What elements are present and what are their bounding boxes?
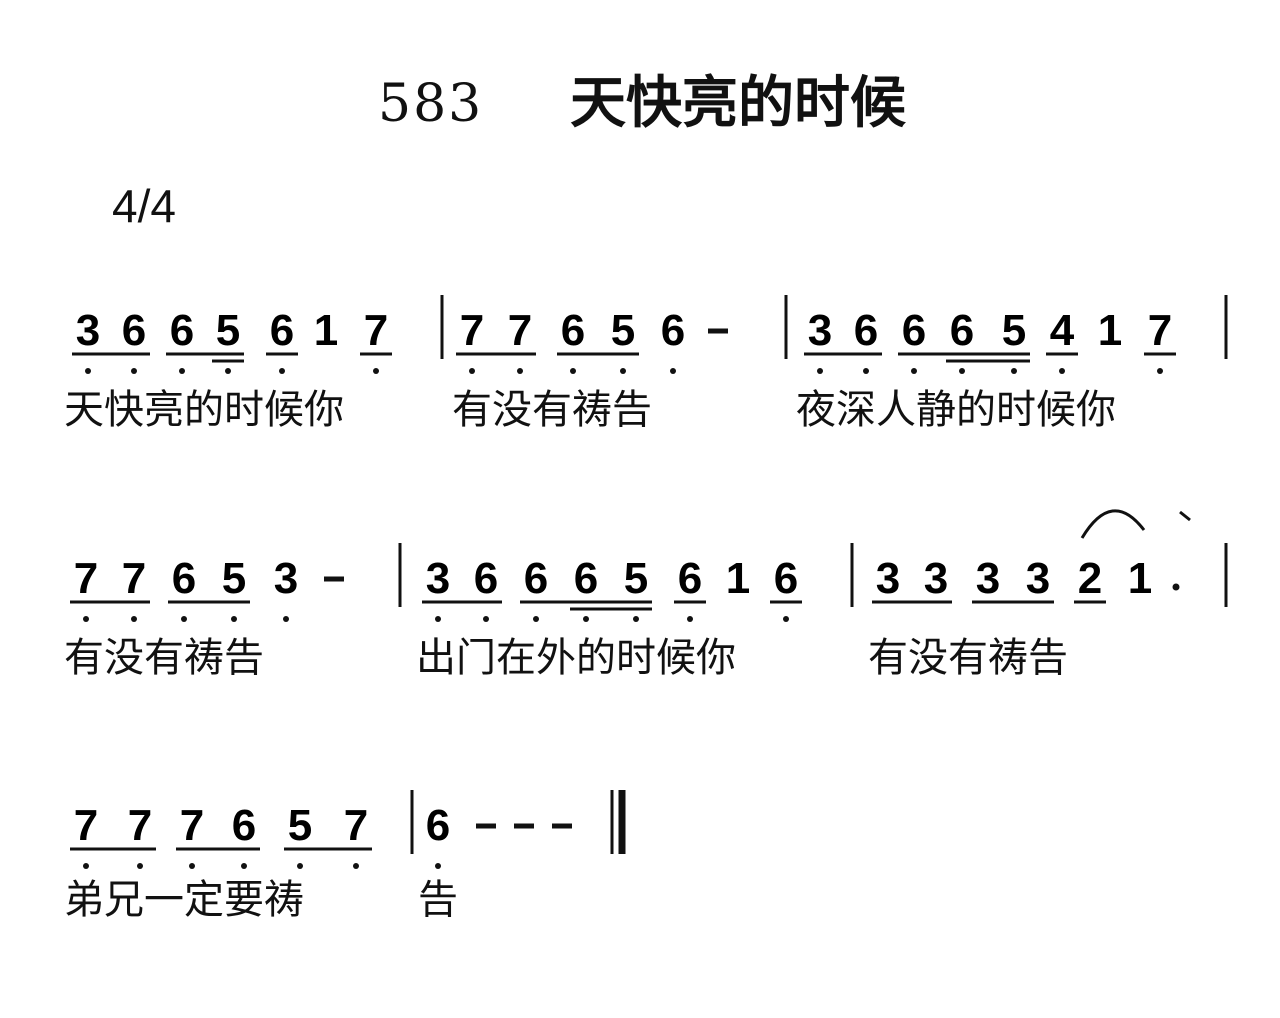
low-octave-dot-l2-m2-2 <box>483 616 489 622</box>
low-octave-dot-l2-m2-5 <box>633 616 639 622</box>
note-l3-m2-1: 6 <box>426 801 450 850</box>
note-l2-m2-8: 6 <box>774 554 798 603</box>
low-octave-dot-l3-m2-1 <box>435 863 441 869</box>
note-l2-m1-5: 3 <box>274 554 298 603</box>
note-l3-m1-3: 7 <box>180 801 204 850</box>
low-octave-dot-l1-m3-4 <box>959 368 965 374</box>
lyric-line2-m3: 有没有祷告 <box>868 635 1068 681</box>
low-octave-dot-l2-m2-3 <box>533 616 539 622</box>
note-l2-m3-3: 3 <box>976 554 1000 603</box>
lyric-line2-m2: 出门在外的时候你 <box>416 635 736 681</box>
low-octave-dot-l1-m3-8 <box>1157 368 1163 374</box>
low-octave-dot-l2-m2-1 <box>435 616 441 622</box>
song-title: 天快亮的时候 <box>570 71 906 136</box>
lyric-line3-m2: 告 <box>418 877 458 923</box>
note-l1-m1-6: 1 <box>314 306 338 355</box>
note-l1-m1-5: 6 <box>270 306 294 355</box>
note-l1-m1-1: 3 <box>76 306 100 355</box>
note-l1-m3-4: 6 <box>950 306 974 355</box>
note-l1-m3-6: 4 <box>1050 306 1075 355</box>
lyric-line1-m1: 天快亮的时候你 <box>64 387 344 433</box>
low-octave-dot-l2-m1-1 <box>83 616 89 622</box>
lyric-line2-m1: 有没有祷告 <box>64 635 264 681</box>
note-l2-m3-5: 2 <box>1078 554 1102 603</box>
note-l1-m2-3: 6 <box>561 306 585 355</box>
note-l2-m1-4: 5 <box>222 554 246 603</box>
low-octave-dot-l3-m1-4 <box>241 863 247 869</box>
note-l2-m1-2: 7 <box>122 554 146 603</box>
low-octave-dot-l3-m1-1 <box>83 863 89 869</box>
low-octave-dot-l1-m1-1 <box>85 368 91 374</box>
low-octave-dot-l1-m3-2 <box>863 368 869 374</box>
note-l2-m2-4: 6 <box>574 554 598 603</box>
note-l2-m3-2: 3 <box>924 554 948 603</box>
note-l2-m3-1: 3 <box>876 554 900 603</box>
low-octave-dot-l2-m1-5 <box>283 616 289 622</box>
low-octave-dot-l1-m2-3 <box>570 368 576 374</box>
low-octave-dot-l1-m1-5 <box>279 368 285 374</box>
note-l1-m2-5: 6 <box>661 306 685 355</box>
song-number: 583 <box>378 74 484 134</box>
note-l2-m3-4: 3 <box>1026 554 1050 603</box>
slur-arc <box>1080 509 1146 539</box>
lyric-line1-m3: 夜深人静的时候你 <box>796 387 1116 433</box>
low-octave-dot-l1-m3-1 <box>817 368 823 374</box>
low-octave-dot-l3-m1-2 <box>137 863 143 869</box>
lyric-line1-m2: 有没有祷告 <box>452 387 652 433</box>
note-l2-m1-3: 6 <box>172 554 196 603</box>
low-octave-dot-l2-m2-6 <box>687 616 693 622</box>
note-l2-m2-7: 1 <box>726 554 750 603</box>
note-l2-m3-6: 1 <box>1128 554 1152 603</box>
low-octave-dot-l1-m1-4 <box>225 368 231 374</box>
note-l1-m3-3: 6 <box>902 306 926 355</box>
time-signature: 4/4 <box>112 180 176 232</box>
note-l1-m1-3: 6 <box>170 306 194 355</box>
low-octave-dot-l1-m3-3 <box>911 368 917 374</box>
lyric-line3-m1: 弟兄一定要祷 <box>64 877 304 923</box>
note-l1-m2-2: 7 <box>508 306 532 355</box>
low-octave-dot-l1-m3-6 <box>1059 368 1065 374</box>
note-l3-m1-5: 5 <box>288 801 312 850</box>
note-l3-m1-2: 7 <box>128 801 152 850</box>
note-l2-m2-2: 6 <box>474 554 498 603</box>
low-octave-dot-l1-m2-4 <box>620 368 626 374</box>
note-l1-m3-1: 3 <box>808 306 832 355</box>
note-l1-m3-7: 1 <box>1098 306 1122 355</box>
low-octave-dot-l1-m2-5 <box>670 368 676 374</box>
note-l1-m2-1: 7 <box>460 306 484 355</box>
augmentation-dot-l2-m3 <box>1172 583 1180 591</box>
note-l3-m1-6: 7 <box>344 801 368 850</box>
note-l2-m2-6: 6 <box>678 554 702 603</box>
low-octave-dot-l2-m1-2 <box>131 616 137 622</box>
low-octave-dot-l2-m2-8 <box>783 616 789 622</box>
low-octave-dot-l2-m1-3 <box>181 616 187 622</box>
low-octave-dot-l3-m1-3 <box>189 863 195 869</box>
note-l1-m1-2: 6 <box>122 306 146 355</box>
note-l3-m1-1: 7 <box>74 801 98 850</box>
low-octave-dot-l3-m1-6 <box>353 863 359 869</box>
low-octave-dot-l1-m1-3 <box>179 368 185 374</box>
low-octave-dot-l1-m2-2 <box>517 368 523 374</box>
low-octave-dot-l1-m2-1 <box>469 368 475 374</box>
low-octave-dot-l1-m1-2 <box>131 368 137 374</box>
low-octave-dot-l2-m2-4 <box>583 616 589 622</box>
note-l1-m3-8: 7 <box>1148 306 1172 355</box>
low-octave-dot-l2-m1-4 <box>231 616 237 622</box>
low-octave-dot-l1-m1-7 <box>373 368 379 374</box>
note-l1-m3-5: 5 <box>1002 306 1026 355</box>
note-l2-m2-1: 3 <box>426 554 450 603</box>
note-l1-m1-7: 7 <box>364 306 388 355</box>
breath-mark <box>1179 510 1191 522</box>
note-l2-m1-1: 7 <box>74 554 98 603</box>
note-l3-m1-4: 6 <box>232 801 256 850</box>
note-l2-m2-5: 5 <box>624 554 648 603</box>
note-l2-m2-3: 6 <box>524 554 548 603</box>
note-l1-m1-4: 5 <box>216 306 240 355</box>
low-octave-dot-l3-m1-5 <box>297 863 303 869</box>
note-l1-m3-2: 6 <box>854 306 878 355</box>
note-l1-m2-4: 5 <box>611 306 635 355</box>
low-octave-dot-l1-m3-5 <box>1011 368 1017 374</box>
